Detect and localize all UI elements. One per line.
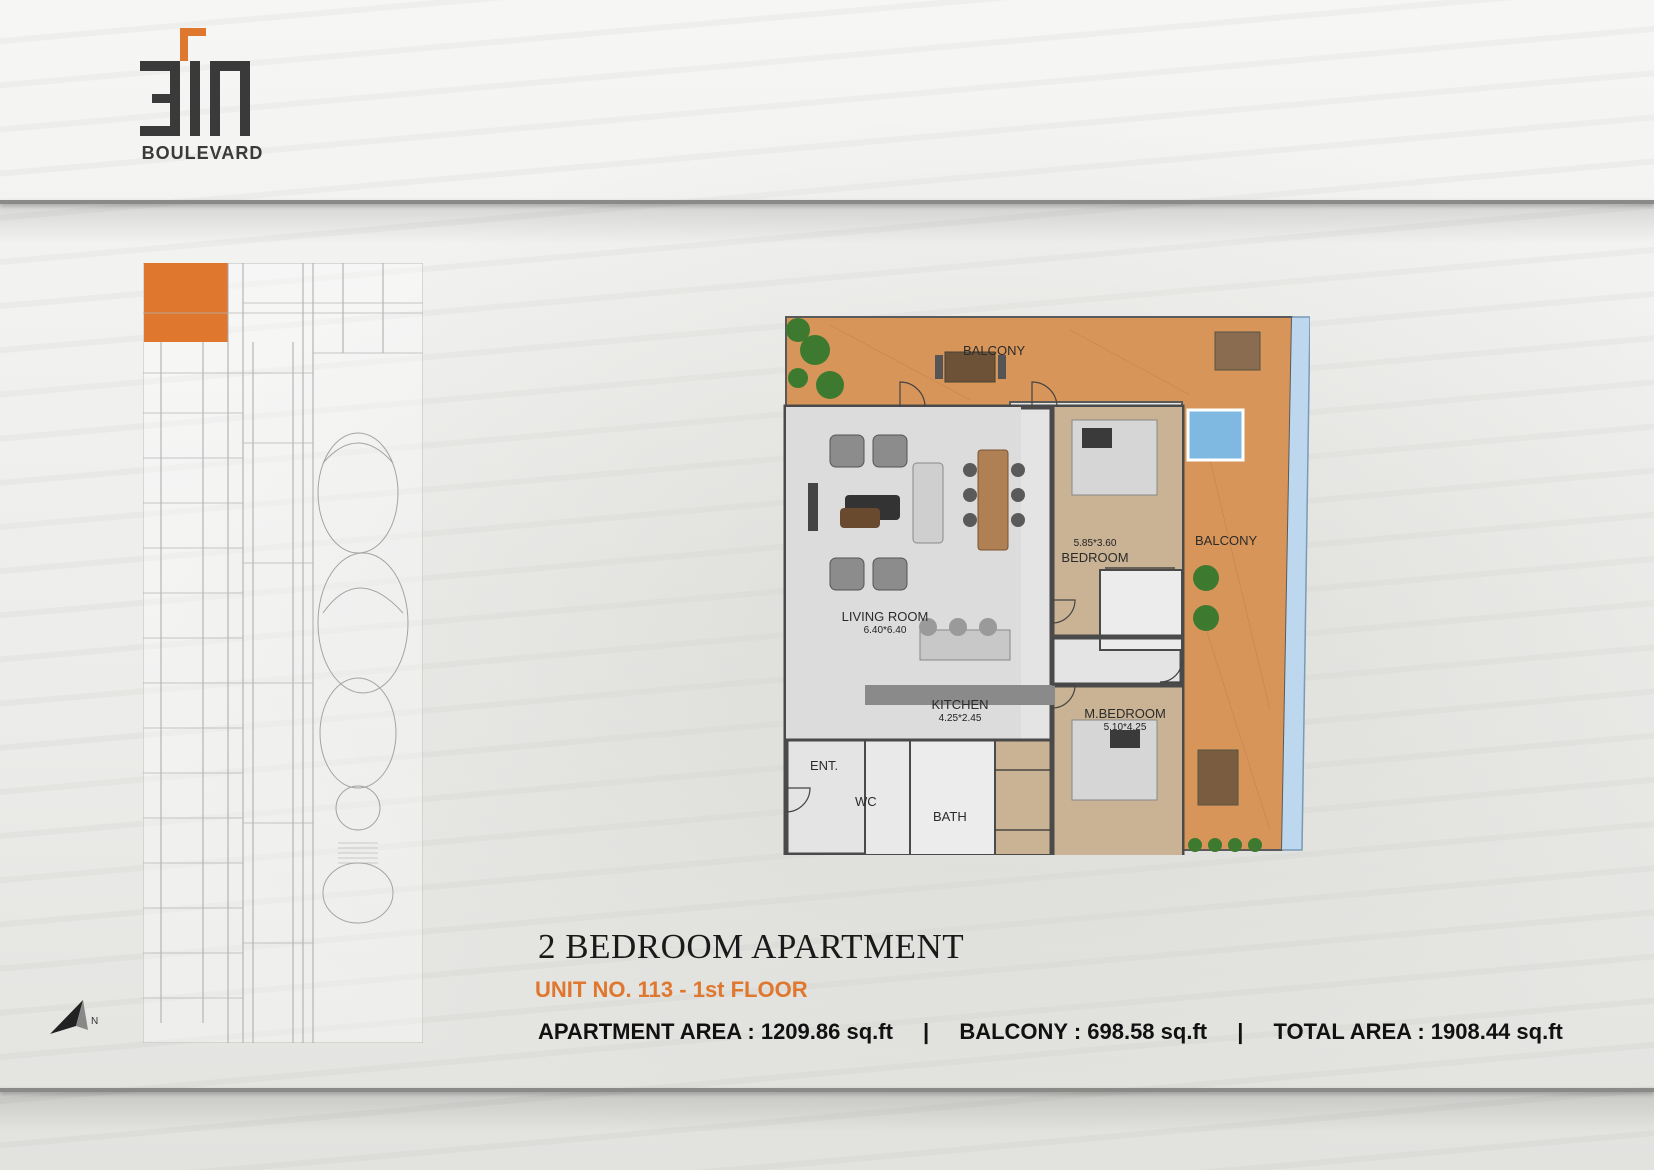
top-shadow-band <box>0 204 1654 244</box>
apartment-area: APARTMENT AREA : 1209.86 sq.ft <box>538 1019 893 1044</box>
floor-plan: BALCONY BALCONY LIVING ROOM 6.40*6.40 5.… <box>770 310 1310 855</box>
logo-word: BOULEVARD <box>141 143 264 163</box>
wc-label: WC <box>855 794 877 809</box>
total-area: TOTAL AREA : 1908.44 sq.ft <box>1273 1019 1563 1044</box>
north-arrow-icon: N <box>50 1000 98 1034</box>
bottom-divider <box>0 1088 1654 1092</box>
jacuzzi <box>1186 408 1245 462</box>
living-room-label: LIVING ROOM 6.40*6.40 <box>830 610 940 638</box>
glass-railing <box>1282 316 1310 851</box>
balcony-area: BALCONY : 698.58 sq.ft <box>959 1019 1208 1044</box>
apartment-title: 2 BEDROOM APARTMENT <box>538 927 965 966</box>
unit-number: UNIT NO. 113 - 1st FLOOR <box>535 977 808 1002</box>
boulevard-logo <box>140 28 250 136</box>
entrance-label: ENT. <box>810 758 839 773</box>
master-bedroom-name: M.BEDROOM <box>1084 706 1166 721</box>
bath-label: BATH <box>933 809 967 824</box>
area-summary: APARTMENT AREA : 1209.86 sq.ft | BALCONY… <box>538 1019 1563 1045</box>
wardrobe-area <box>994 739 1053 855</box>
living-room-name: LIVING ROOM <box>841 609 929 624</box>
bedroom-dim: 5.85*3.60 <box>1073 538 1117 549</box>
bedroom-name: BEDROOM <box>1061 550 1129 565</box>
floor-plan-drawing <box>783 316 1310 855</box>
living-room-dim: 6.40*6.40 <box>863 625 907 636</box>
kitchen-label: KITCHEN 4.25*2.45 <box>920 698 1000 726</box>
balcony-right-label: BALCONY <box>1195 533 1258 548</box>
kitchen-name: KITCHEN <box>931 697 989 712</box>
top-divider <box>0 200 1654 204</box>
master-bedroom-label: M.BEDROOM 5.10*4.25 <box>1080 707 1170 735</box>
master-bedroom-dim: 5.10*4.25 <box>1103 722 1147 733</box>
area-separator: | <box>923 1019 930 1044</box>
bottom-shadow-band <box>0 1092 1654 1132</box>
unit-highlight <box>144 263 228 342</box>
north-label: N <box>91 1016 98 1027</box>
balcony-top-label: BALCONY <box>963 343 1026 358</box>
kitchen-dim: 4.25*2.45 <box>938 713 982 724</box>
area-separator: | <box>1237 1019 1244 1044</box>
bath-room <box>909 739 996 855</box>
key-plan <box>143 263 423 1043</box>
bedroom-label: 5.85*3.60 BEDROOM <box>1060 537 1130 565</box>
